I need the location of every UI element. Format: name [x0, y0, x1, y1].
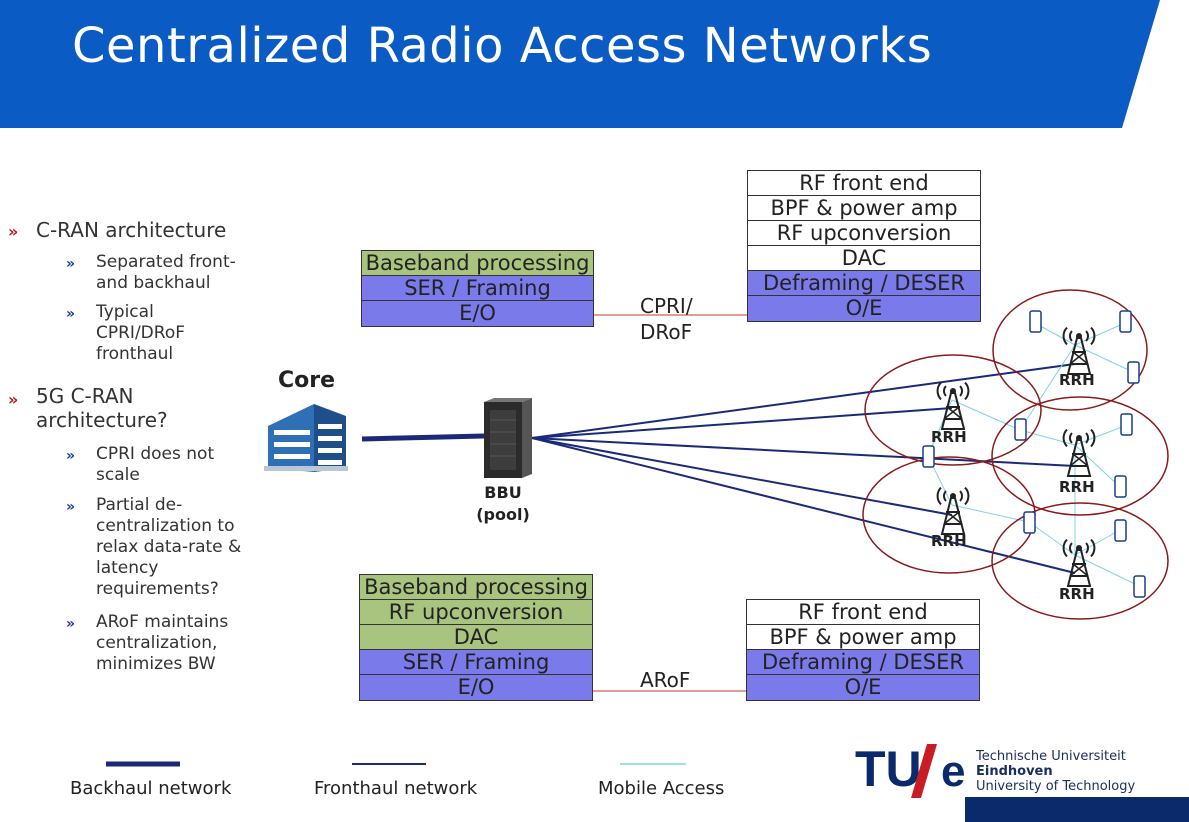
backhaul-line — [361, 433, 485, 442]
rrh-label: RRH — [1059, 371, 1095, 389]
phone-icon — [1114, 475, 1127, 498]
radio-tower-icon — [1062, 326, 1096, 375]
stack-cell: DAC — [360, 625, 592, 650]
bullet-marker-icon: » — [8, 222, 19, 241]
phone-icon — [1014, 418, 1027, 441]
radio-tower-icon — [1062, 538, 1096, 587]
mobile-phones — [922, 310, 1146, 598]
stack-cell: SER / Framing — [362, 276, 593, 301]
sub-bullet-text: ARoF maintains centralization, minimizes… — [96, 612, 229, 674]
bottom-rrh-stack: RF front end BPF & power amp Deframing /… — [746, 599, 980, 701]
top-rrh-stack: RF front end BPF & power amp RF upconver… — [747, 170, 981, 322]
stack-cell: Baseband processing — [360, 575, 592, 600]
university-line-1: Technische Universiteit — [976, 749, 1126, 764]
stack-cell: BPF & power amp — [748, 196, 980, 221]
sub-bullet-text: Separated front- and backhaul — [96, 252, 236, 293]
stack-cell: RF front end — [747, 600, 979, 625]
header-background — [0, 0, 1160, 128]
bbu-label: BBU (pool) — [476, 483, 530, 524]
sub-bullet-text: Partial de- centralization to relax data… — [96, 495, 242, 599]
university-line-3: University of Technology — [976, 779, 1136, 794]
arof-label: ARoF — [640, 668, 691, 692]
rrh-label: RRH — [1059, 585, 1095, 603]
legend-backhaul: Backhaul network — [70, 778, 232, 799]
sub-bullet: » Partial de- centralization to relax da… — [66, 495, 241, 600]
stack-cell: Deframing / DESER — [748, 271, 980, 296]
mobile-access-lines — [927, 322, 1140, 587]
stack-cell: E/O — [362, 301, 593, 326]
sub-bullet-marker-icon: » — [66, 256, 76, 272]
stack-cell: BPF & power amp — [747, 625, 979, 650]
stack-cell: Baseband processing — [362, 251, 593, 276]
sub-bullet-marker-icon: » — [66, 306, 76, 322]
bullet-text: C-RAN architecture — [36, 218, 227, 242]
header-banner: Centralized Radio Access Networks — [0, 0, 1189, 128]
bullet-marker-icon: » — [8, 390, 19, 409]
sub-bullet-text: CPRI does not scale — [96, 444, 215, 485]
phone-icon — [1029, 310, 1042, 333]
tue-logo-icon: TU e — [855, 741, 965, 798]
sub-bullet: » ARoF maintains centralization, minimiz… — [66, 612, 228, 675]
sub-bullet: » Typical CPRI/DRoF fronthaul — [66, 302, 185, 365]
slide-title: Centralized Radio Access Networks — [72, 18, 933, 74]
rrh-label: RRH — [931, 532, 967, 550]
sub-bullet-marker-icon: » — [66, 616, 76, 632]
sub-bullet-text: Typical CPRI/DRoF fronthaul — [96, 302, 185, 364]
core-label: Core — [278, 368, 336, 393]
core-building-icon — [264, 404, 348, 472]
bullet-5g-cran: » 5G C-RAN architecture? — [8, 384, 168, 432]
university-line-2: Eindhoven — [976, 764, 1053, 779]
rrh-towers — [936, 326, 1096, 587]
bullet-text: 5G C-RAN architecture? — [36, 384, 168, 432]
radio-tower-icon — [936, 486, 970, 535]
rrh-label: RRH — [931, 428, 967, 446]
footer-bar — [965, 797, 1189, 822]
bbu-rack-icon — [484, 398, 532, 478]
phone-icon — [1119, 310, 1132, 333]
phone-icon — [1127, 361, 1140, 384]
stack-cell: Deframing / DESER — [747, 650, 979, 675]
phone-icon — [1023, 511, 1036, 534]
stack-cell: SER / Framing — [360, 650, 592, 675]
sub-bullet: » CPRI does not scale — [66, 444, 214, 486]
stack-cell: O/E — [748, 296, 980, 321]
top-bbu-stack: Baseband processing SER / Framing E/O — [361, 250, 594, 327]
sub-bullet: » Separated front- and backhaul — [66, 252, 236, 294]
bottom-bbu-stack: Baseband processing RF upconversion DAC … — [359, 574, 593, 701]
svg-text:TU: TU — [855, 741, 922, 797]
radio-tower-icon — [1062, 428, 1096, 477]
bullet-cran: » C-RAN architecture — [8, 218, 226, 242]
stack-cell: RF upconversion — [748, 221, 980, 246]
svg-text:e: e — [941, 747, 965, 796]
legend-fronthaul: Fronthaul network — [314, 778, 478, 799]
cpri-drof-label: CPRI/ DRoF — [640, 294, 693, 344]
sub-bullet-marker-icon: » — [66, 499, 76, 515]
university-name: Technische Universiteit Eindhoven Univer… — [976, 749, 1135, 794]
stack-cell: O/E — [747, 675, 979, 700]
phone-icon — [1120, 413, 1133, 436]
phone-icon — [922, 445, 935, 468]
phone-icon — [1114, 519, 1127, 542]
radio-tower-icon — [936, 381, 970, 430]
sub-bullet-marker-icon: » — [66, 448, 76, 464]
stack-cell: DAC — [748, 246, 980, 271]
stack-cell: RF front end — [748, 171, 980, 196]
legend-mobile: Mobile Access — [598, 778, 725, 799]
phone-icon — [1133, 575, 1146, 598]
rrh-label: RRH — [1059, 478, 1095, 496]
stack-cell: RF upconversion — [360, 600, 592, 625]
cell-rings — [862, 289, 1169, 620]
stack-cell: E/O — [360, 675, 592, 700]
